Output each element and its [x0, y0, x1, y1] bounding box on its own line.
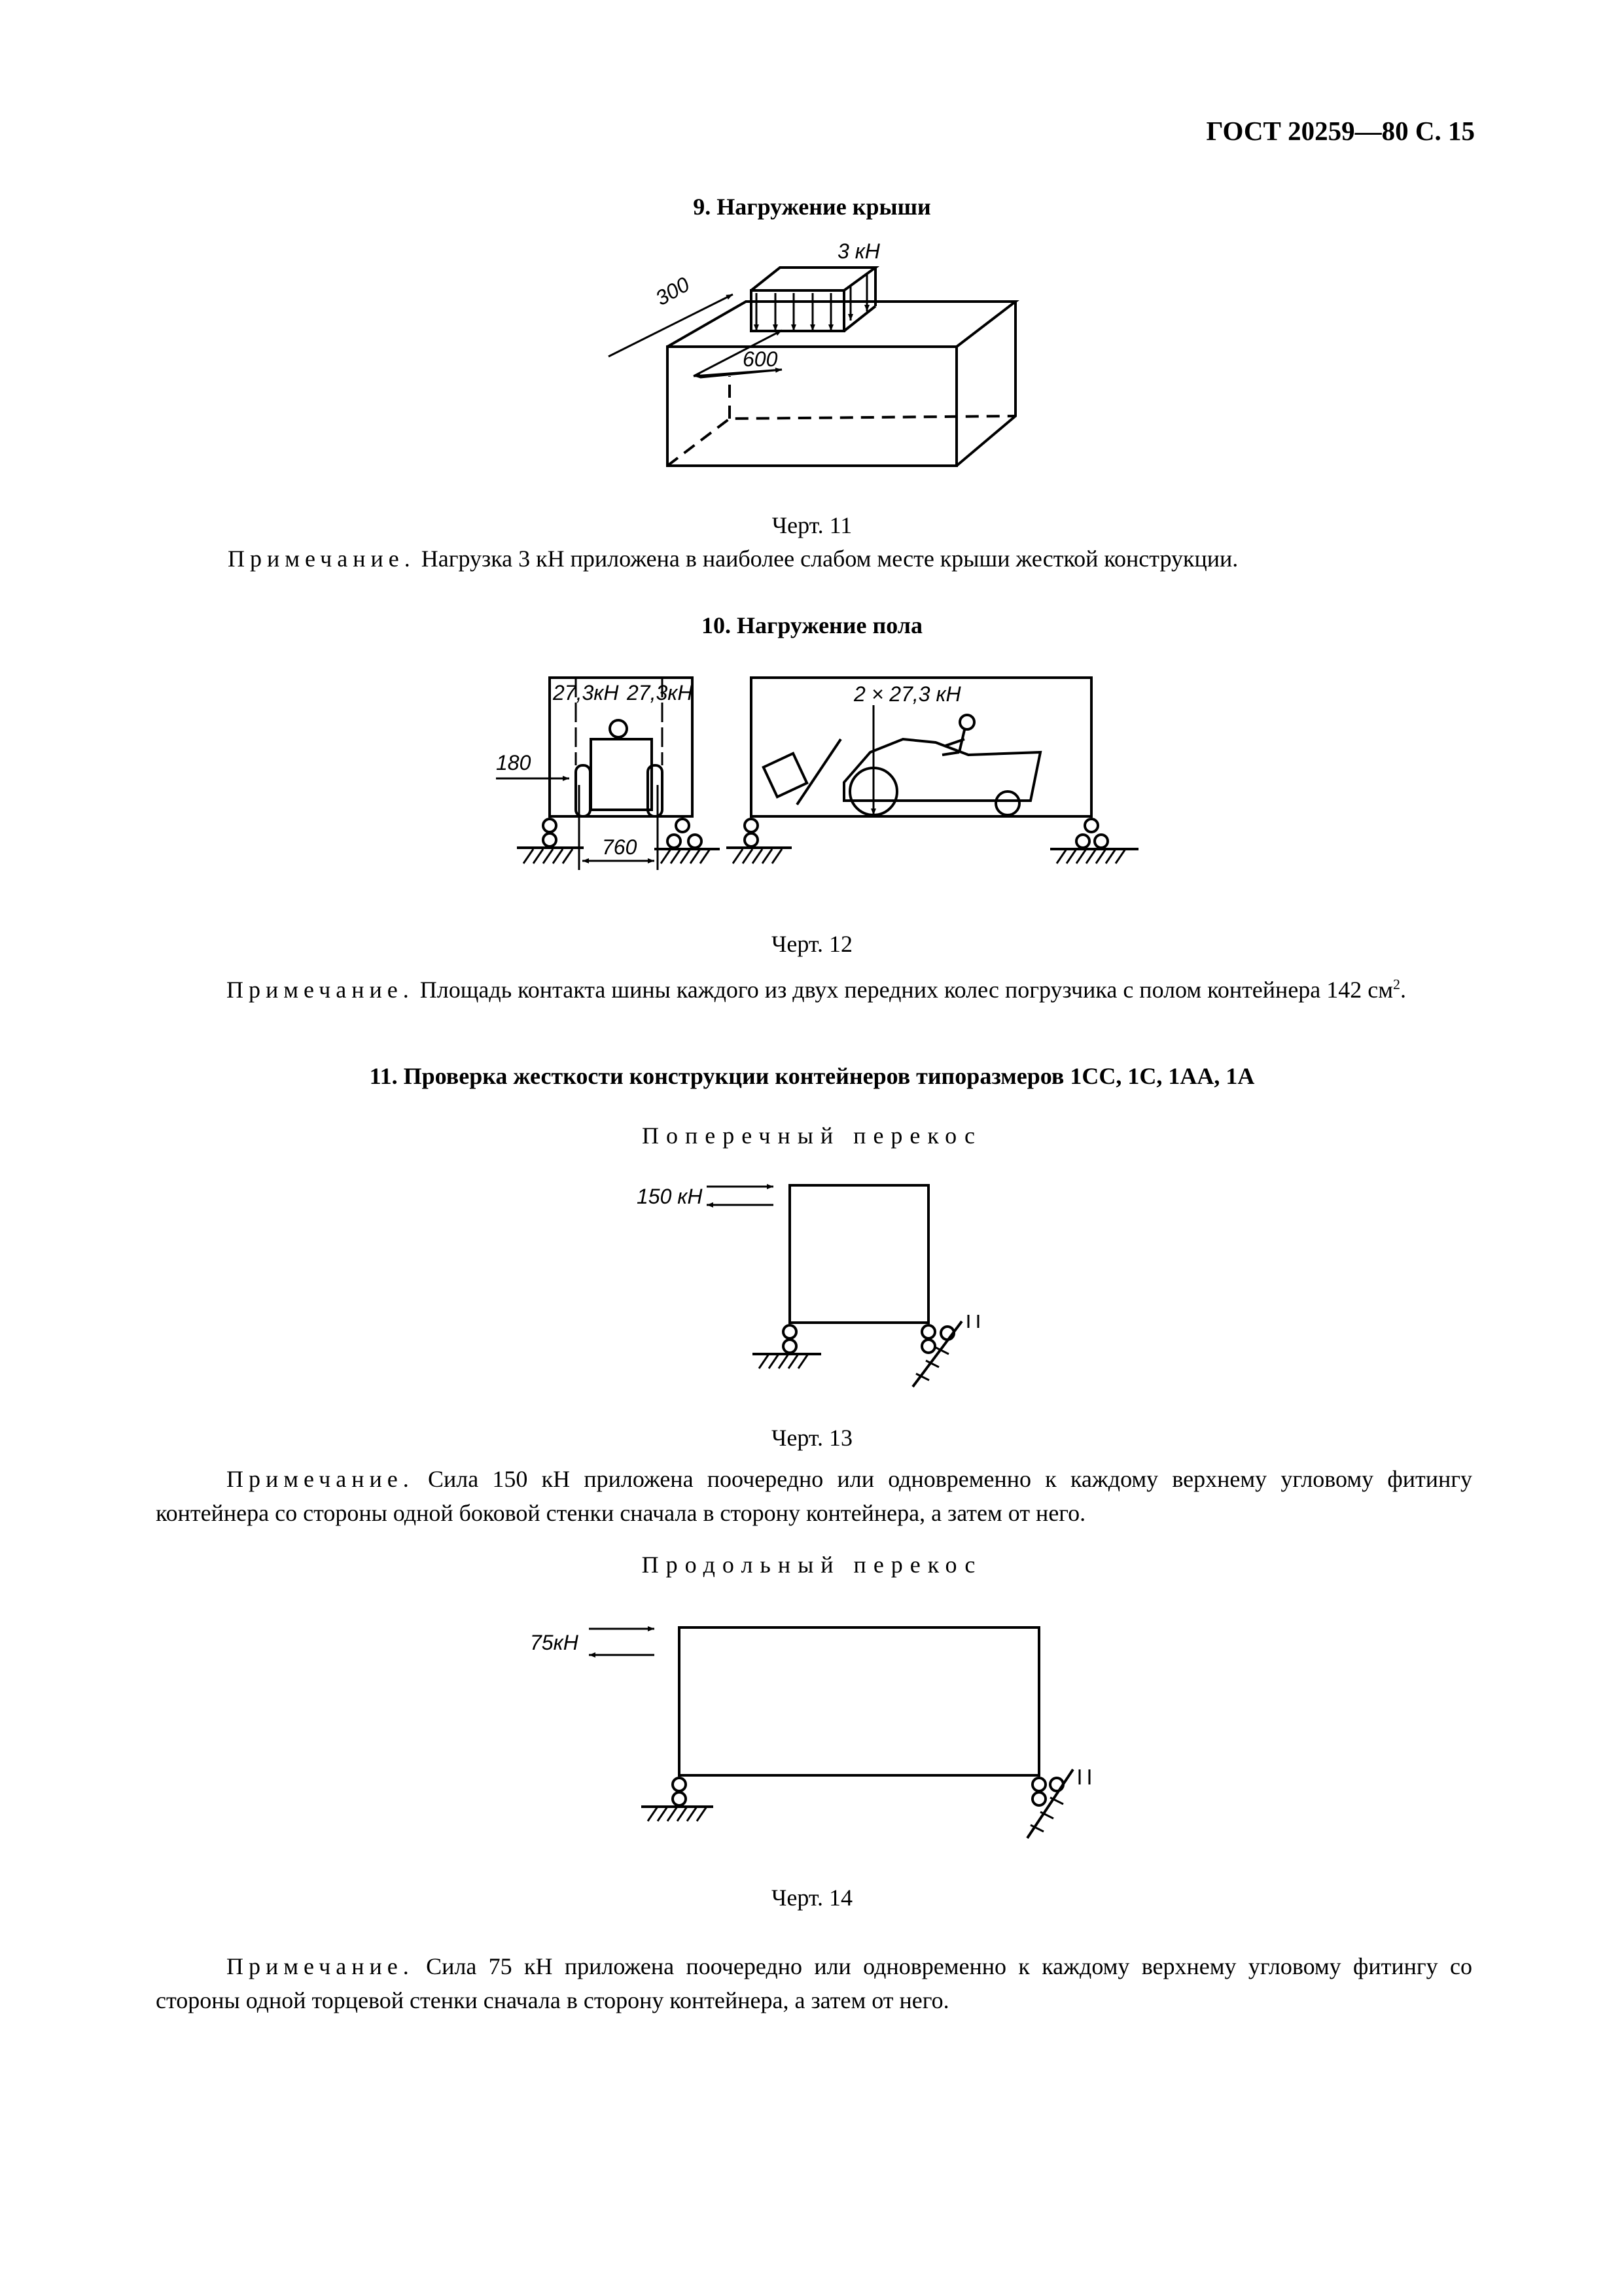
container-end-view: [548, 676, 694, 818]
load-left-2: 27,3кН: [626, 681, 693, 704]
left-wheel: [574, 764, 591, 818]
container-section: [788, 1184, 930, 1324]
rear-wheel: [995, 790, 1021, 816]
load-150: 150 кН: [637, 1185, 703, 1208]
note-fig-12: Примечание. Площадь контакта шины каждог…: [226, 976, 1407, 1003]
fig-13-caption: Черт. 13: [771, 1425, 853, 1451]
container-section: [678, 1626, 1040, 1777]
section-9-heading: 9. Нагружение крыши: [693, 194, 931, 220]
right-wheel: [646, 764, 663, 818]
section-11-heading: 11. Проверка жесткости конструкции конте…: [369, 1063, 1255, 1089]
longitudinal-subheading: Продольный перекос: [641, 1552, 983, 1578]
transverse-subheading: Поперечный перекос: [642, 1122, 982, 1149]
load-left-1: 27,3кН: [552, 681, 619, 704]
driver-head: [609, 719, 628, 739]
note-fig-13: Примечание. Сила 150 кН приложена поочер…: [156, 1466, 1472, 1527]
hatching: [522, 848, 1127, 864]
page-header: ГОСТ 20259—80 С. 15: [1206, 116, 1475, 146]
load-crate: [762, 752, 809, 799]
fig-11-caption: Черт. 11: [771, 512, 853, 538]
load-right: 2 × 27,3 кН: [853, 682, 962, 706]
section-10-heading: 10. Нагружение пола: [701, 612, 923, 638]
load-label: 3 кН: [838, 239, 881, 263]
container-side-view: [750, 676, 1093, 818]
hidden-edges: [666, 415, 1016, 467]
note-fig-14: Примечание. Сила 75 кН приложена поочере…: [156, 1953, 1472, 2014]
dim-760: 760: [602, 835, 637, 859]
dim-180: 180: [496, 751, 531, 774]
forklift-side: [843, 737, 1042, 802]
note-fig-11: Примечание. Нагрузка 3 кН приложена в на…: [228, 546, 1239, 572]
load-75: 75кН: [530, 1631, 579, 1654]
dim-600: 600: [743, 347, 778, 371]
container-top-face: [667, 300, 1019, 348]
fig-12-caption: Черт. 12: [771, 931, 853, 957]
fig-14-caption: Черт. 14: [771, 1885, 853, 1911]
container-front-face: [666, 345, 958, 467]
